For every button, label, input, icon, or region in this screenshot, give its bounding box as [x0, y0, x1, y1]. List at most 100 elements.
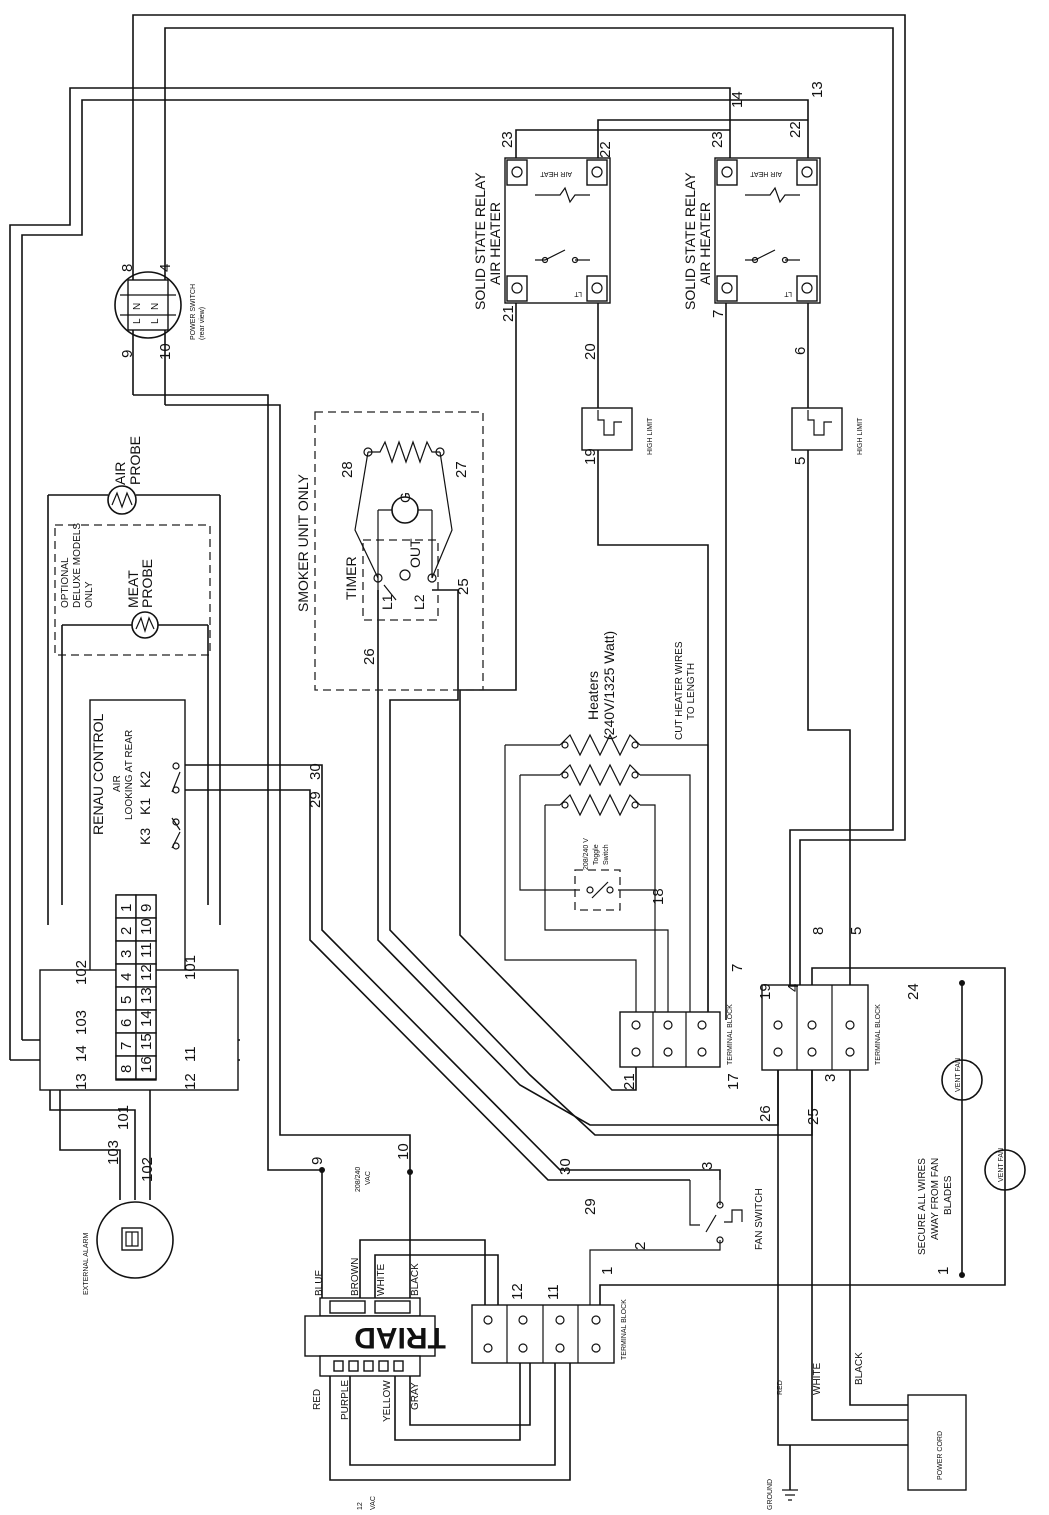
wire-number: 6 — [792, 347, 809, 355]
wire-number: 13 — [809, 81, 826, 98]
wire-number: 7 — [710, 310, 727, 318]
high-limit-1: HIGH LIMIT — [581, 407, 654, 455]
control-pin-number: 3 — [118, 950, 135, 958]
cord-wire-label: RED — [777, 1380, 784, 1395]
external-alarm: EXTERNAL ALARM — [83, 1201, 174, 1295]
fan-switch: FAN SWITCH — [705, 1188, 765, 1250]
supply-voltage-label: 208/240 — [355, 1167, 362, 1192]
renau-control-label: RENAU CONTROL — [90, 713, 106, 835]
triad-transformer: TRIAD BLUE BROWN WHITE BLACK RED PURPLE … — [304, 1258, 446, 1422]
meat-probe-label: PROBE — [139, 559, 155, 608]
wire-number: 18 — [650, 888, 667, 905]
control-pin-number: 5 — [118, 996, 135, 1004]
secure-wires-label: BLADES — [943, 1175, 954, 1215]
power-switch-label: POWER SWITCH — [190, 284, 197, 340]
supply-voltage-label: VAC — [365, 1171, 372, 1185]
control-pin-number: 16 — [138, 1056, 155, 1073]
vent-fan-2: VENT FAN — [984, 1148, 1026, 1191]
wire-number: 102 — [139, 1157, 156, 1182]
triad-label: TRIAD — [354, 1321, 446, 1354]
wire-number: 101 — [115, 1105, 132, 1130]
wire-number: 8 — [119, 264, 136, 272]
motor-g-label: G — [397, 492, 413, 503]
wire-color-label: GRAY — [410, 1382, 421, 1410]
terminal-block-label: TERMINAL BLOCK — [621, 1299, 628, 1360]
smoker-unit: SMOKER UNIT ONLY G TIMER L1 L2 OUT — [295, 411, 484, 691]
optional-meat-probe: OPTIONAL DELUXE MODELS ONLY MEAT PROBE — [54, 523, 211, 905]
wire-number: 12 — [509, 1283, 526, 1300]
wire-number: 22 — [787, 121, 804, 138]
wire-number: 5 — [792, 457, 809, 465]
wire-number: 103 — [105, 1140, 122, 1165]
wire-color-label: PURPLE — [340, 1380, 351, 1420]
control-pin-cell — [135, 1055, 157, 1080]
vent-fan-label: VENT FAN — [998, 1148, 1005, 1182]
wire-number: 103 — [73, 1010, 90, 1035]
wire-number: 24 — [905, 983, 922, 1000]
control-pin-number: 10 — [138, 918, 155, 935]
wire-color-label: WHITE — [376, 1263, 387, 1296]
high-limit-2: HIGH LIMIT — [791, 407, 864, 455]
timer-out-label: OUT — [407, 538, 423, 568]
wire-number: 5 — [848, 927, 865, 935]
switch-n-label: N — [150, 303, 161, 310]
wire-number: 23 — [499, 131, 516, 148]
air-probe: AIR PROBE — [47, 436, 221, 925]
toggle-label: 208/240 V — [583, 838, 590, 870]
wire-number: 102 — [73, 960, 90, 985]
wire-color-label: YELLOW — [382, 1380, 393, 1422]
toggle-label: Switch — [603, 844, 610, 865]
k2-label: K2 — [137, 771, 153, 788]
external-alarm-label: EXTERNAL ALARM — [83, 1232, 90, 1295]
wire-number: 1 — [935, 1267, 952, 1275]
terminal-block-right: TERMINAL BLOCK — [761, 984, 882, 1071]
cord-wire-label: WHITE — [812, 1362, 823, 1395]
wire-number: 9 — [119, 350, 136, 358]
wire-number: 101 — [182, 955, 199, 980]
wire-number: 21 — [500, 305, 517, 322]
wire-number: 10 — [395, 1143, 412, 1160]
heaters-rating-label: (240V/1325 Watt) — [601, 631, 617, 740]
secure-wires-label: SECURE ALL WIRES — [917, 1158, 928, 1255]
cut-heater-label: CUT HEATER WIRES — [674, 641, 685, 740]
wire-number: 19 — [582, 448, 599, 465]
fan-switch-label: FAN SWITCH — [754, 1188, 765, 1250]
timer-l1-label: L1 — [379, 594, 395, 610]
wire-number: 13 — [73, 1073, 90, 1090]
toggle-switch: 208/240 V Toggle Switch — [574, 838, 621, 911]
wire-number: 8 — [810, 927, 827, 935]
optional-label: DELUXE MODELS — [72, 523, 83, 608]
wire-number: 29 — [307, 791, 324, 808]
k3-label: K3 — [137, 828, 153, 845]
control-pin-number: 11 — [138, 942, 155, 958]
control-pin-number: 2 — [118, 927, 135, 935]
wire-number: 26 — [757, 1105, 774, 1122]
relay1-subtitle: AIR HEATER — [487, 202, 503, 285]
heaters: Heaters (240V/1325 Watt) CUT HEATER WIRE… — [559, 631, 697, 817]
wire-number: 26 — [361, 648, 378, 665]
wire-number: 11 — [182, 1046, 199, 1062]
wire-number: 30 — [557, 1158, 574, 1175]
wire-number: 29 — [582, 1198, 599, 1215]
vent-fan-1: VENT FAN — [941, 1058, 983, 1101]
wire-color-label: BLUE — [314, 1270, 325, 1296]
relay1-air-heat-label: AIR HEAT — [540, 170, 572, 177]
wire-number: 4 — [785, 984, 802, 992]
wire-number: 22 — [597, 141, 614, 158]
wire-number: 20 — [582, 343, 599, 360]
terminal-block-label: TERMINAL BLOCK — [875, 1004, 882, 1065]
secure-wires-label: AWAY FROM FAN — [930, 1158, 941, 1240]
wire-color-label: RED — [312, 1389, 323, 1410]
wire-number: 27 — [453, 461, 470, 478]
renau-looking-label: LOOKING AT REAR — [124, 730, 135, 820]
high-limit-label: HIGH LIMIT — [857, 417, 864, 455]
switch-l-label: L — [132, 318, 143, 324]
ground-label: GROUND — [767, 1479, 774, 1510]
wire-number: 12 — [182, 1073, 199, 1090]
wire-number: 25 — [455, 578, 472, 595]
cut-heater-label: TO LENGTH — [686, 663, 697, 720]
control-pin-number: 7 — [118, 1042, 135, 1050]
